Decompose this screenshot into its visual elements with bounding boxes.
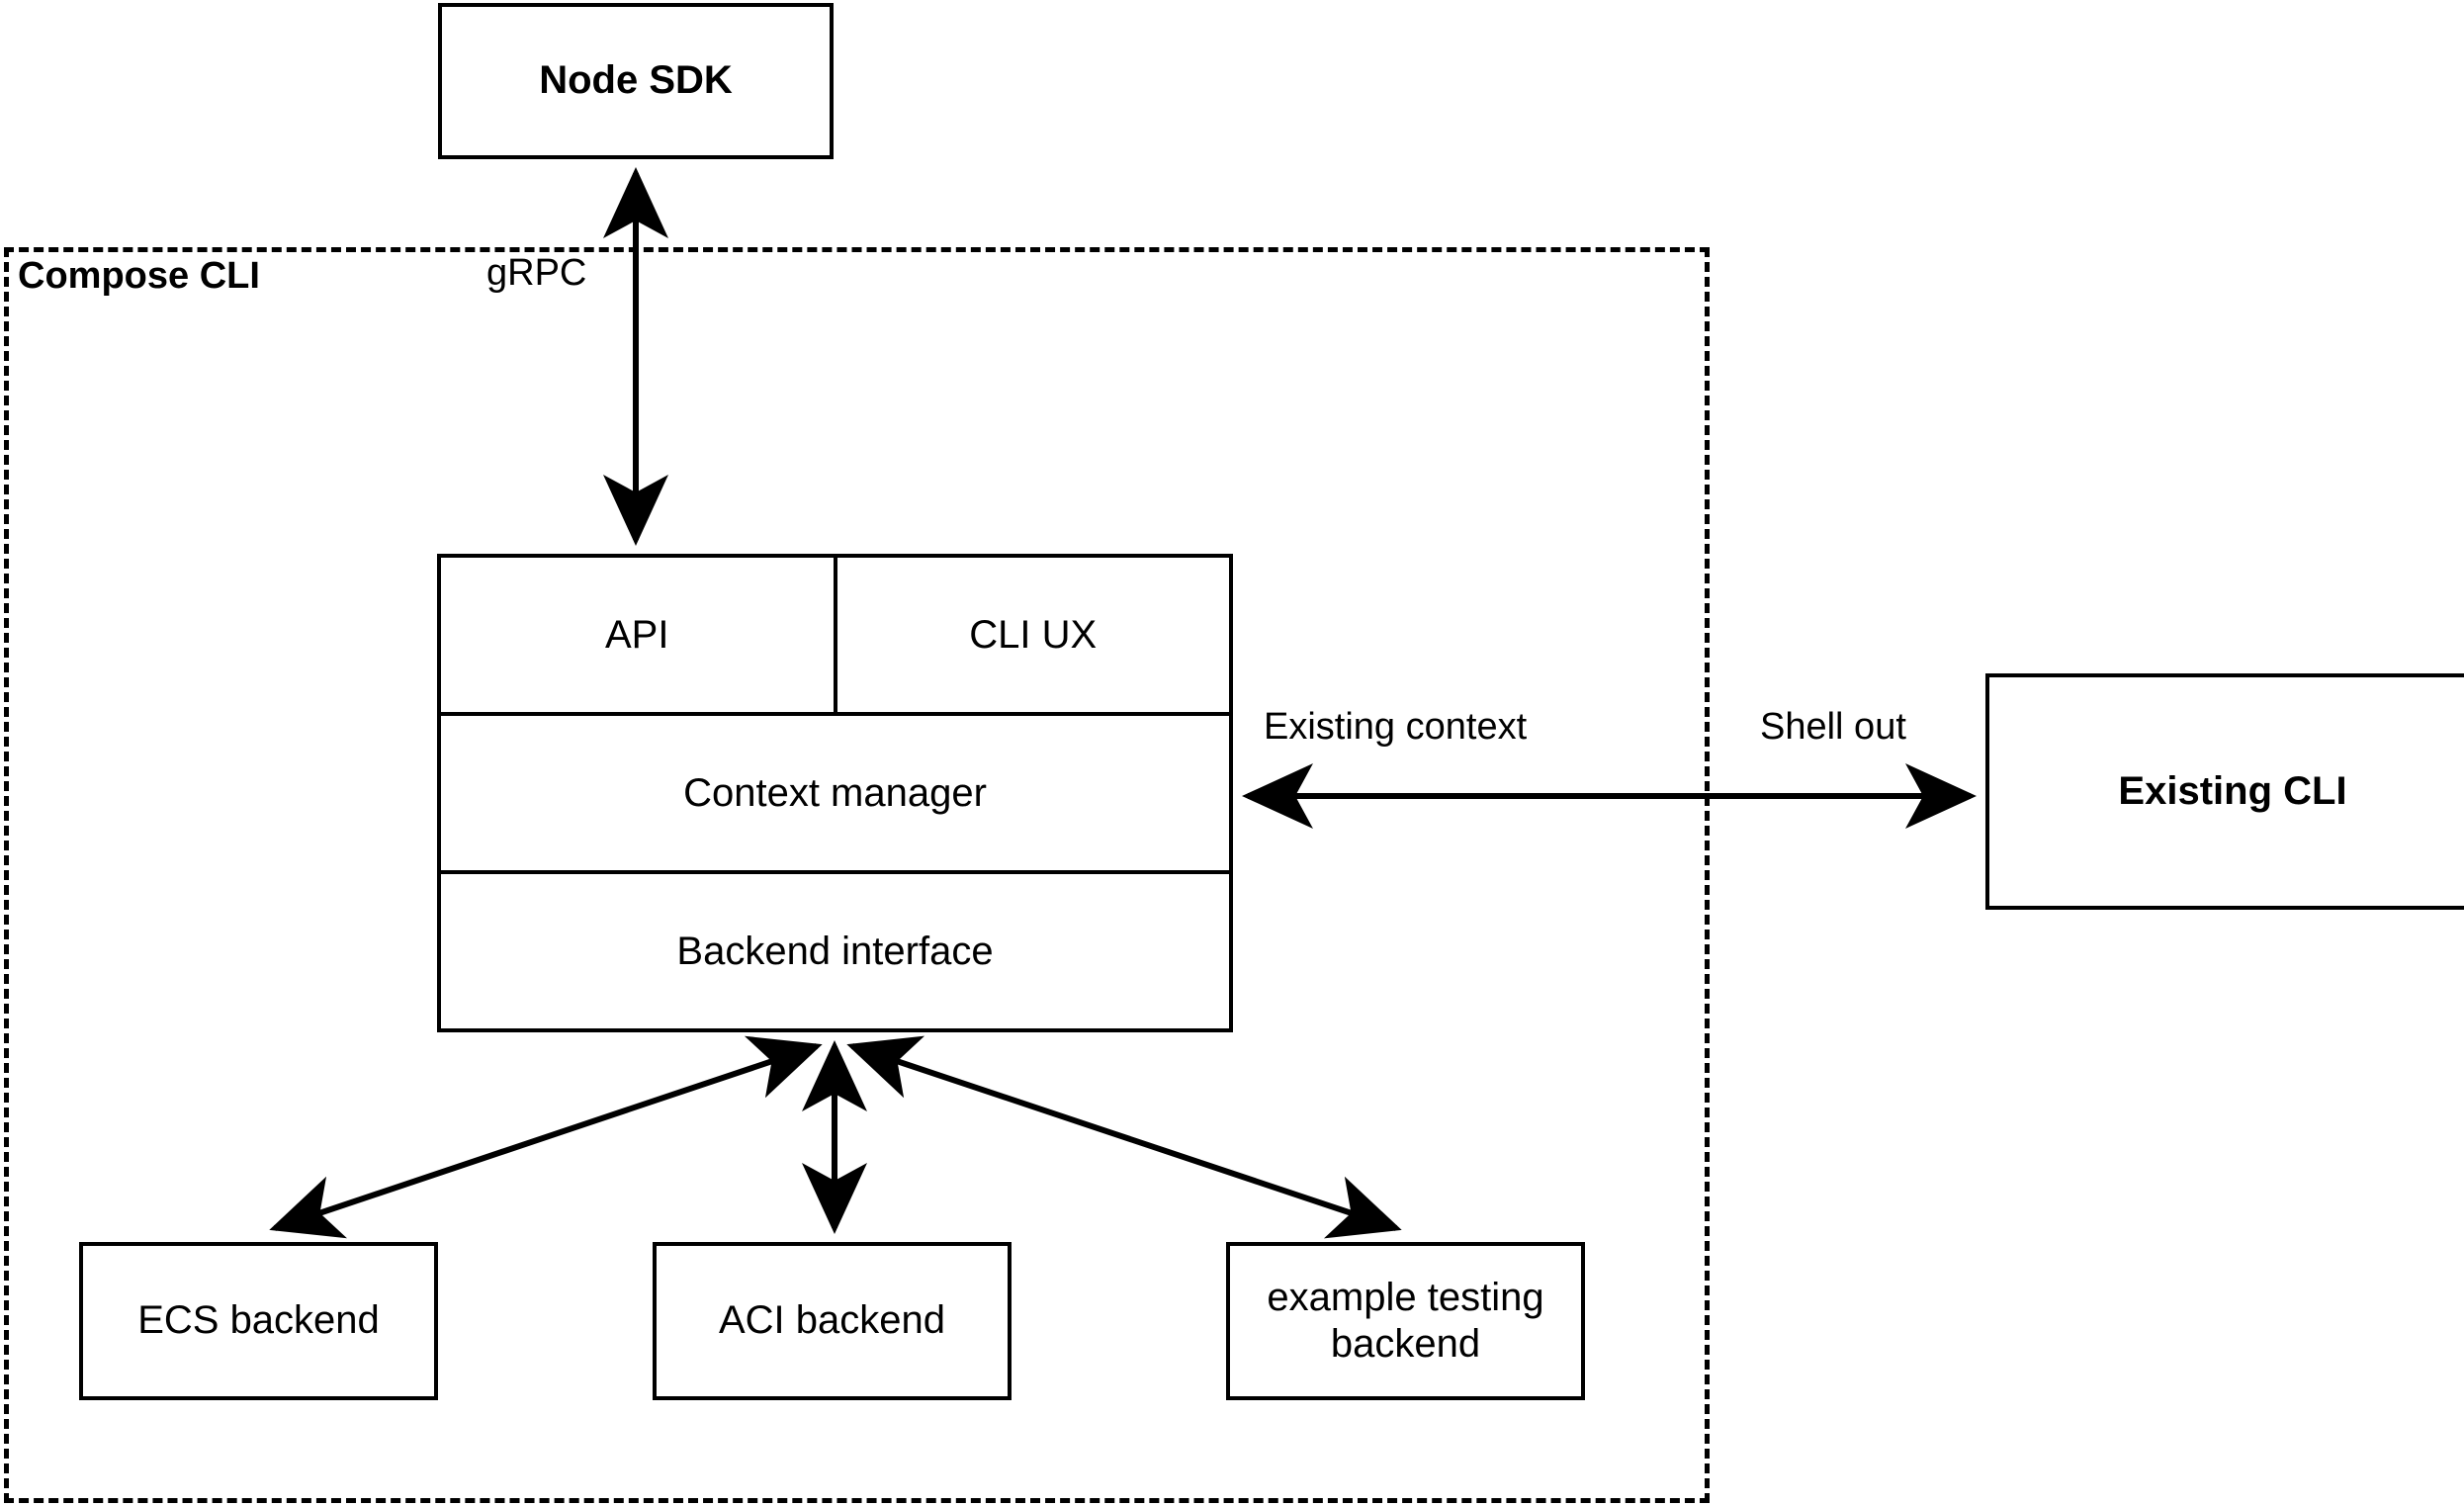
- node-sdk-box[interactable]: Node SDK: [438, 3, 834, 159]
- example-testing-backend-box[interactable]: example testing backend: [1226, 1242, 1585, 1400]
- grpc-edge-label: gRPC: [486, 252, 587, 294]
- api-cell[interactable]: API: [441, 558, 837, 712]
- shell-out-edge-label: Shell out: [1760, 706, 1906, 748]
- context-manager-label: Context manager: [683, 770, 987, 815]
- aci-backend-label: ACI backend: [718, 1298, 946, 1343]
- context-manager-row: Context manager: [441, 716, 1229, 874]
- cli-ux-label: CLI UX: [969, 612, 1098, 657]
- backend-interface-label: Backend interface: [676, 929, 994, 973]
- ecs-backend-label: ECS backend: [137, 1298, 380, 1343]
- backend-interface-cell[interactable]: Backend interface: [441, 874, 1229, 1028]
- existing-context-edge-label: Existing context: [1264, 706, 1528, 748]
- example-testing-backend-label-line1: example testing: [1267, 1275, 1544, 1319]
- cli-ux-cell[interactable]: CLI UX: [837, 558, 1230, 712]
- example-testing-backend-label-line2: backend: [1330, 1322, 1481, 1366]
- backend-interface-row: Backend interface: [441, 874, 1229, 1028]
- node-sdk-label: Node SDK: [539, 58, 733, 103]
- api-label: API: [605, 612, 669, 657]
- existing-cli-label: Existing CLI: [2118, 768, 2347, 813]
- compose-cli-group-label: Compose CLI: [18, 255, 260, 297]
- api-cliux-row: API CLI UX: [441, 558, 1229, 716]
- compose-cli-core-stack: API CLI UX Context manager Backend inter…: [437, 554, 1233, 1032]
- aci-backend-box[interactable]: ACI backend: [653, 1242, 1012, 1400]
- compose-cli-group-box: [4, 247, 1710, 1503]
- ecs-backend-box[interactable]: ECS backend: [79, 1242, 438, 1400]
- context-manager-cell[interactable]: Context manager: [441, 716, 1229, 870]
- existing-cli-box[interactable]: Existing CLI: [1985, 673, 2464, 910]
